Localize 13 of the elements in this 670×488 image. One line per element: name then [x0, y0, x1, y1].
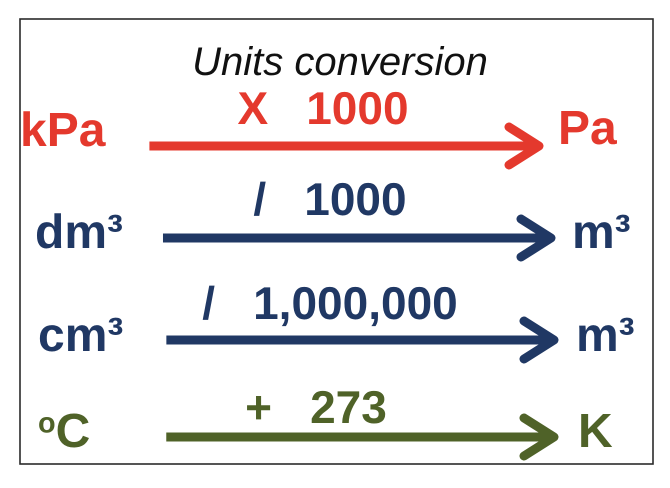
unit-label: K [578, 408, 613, 456]
unit-label: dm³ [35, 209, 123, 257]
arrow [162, 214, 556, 262]
unit-label: m³ [572, 209, 631, 257]
arrow [166, 316, 558, 364]
unit-label: m³ [576, 312, 635, 360]
unit-label: $^{o}$C [38, 408, 90, 456]
unit-label: kPa [20, 107, 106, 155]
diagram-title: Units conversion [192, 42, 488, 82]
unit-label: cm³ [38, 312, 124, 360]
unit-label: Pa [558, 105, 617, 153]
arrow [166, 414, 558, 460]
arrow [149, 122, 544, 170]
